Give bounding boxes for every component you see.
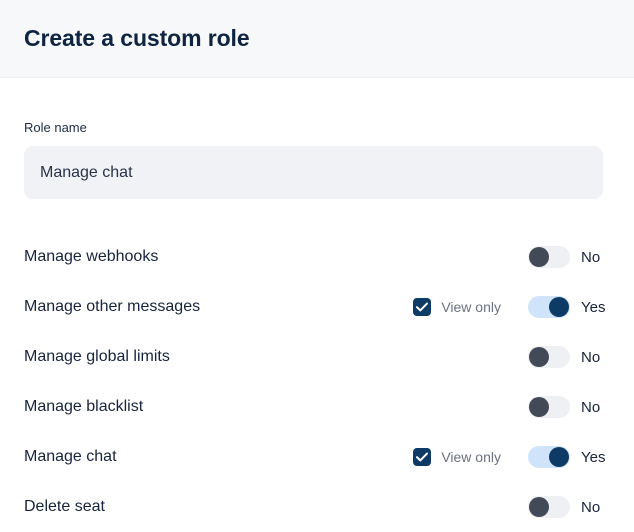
toggle-state-label: No bbox=[581, 398, 601, 416]
toggle-knob[interactable] bbox=[549, 297, 569, 317]
permission-toggle-group: No bbox=[528, 396, 610, 418]
permission-row: Delete seat No bbox=[24, 482, 610, 532]
permission-toggle-group: No bbox=[528, 346, 610, 368]
permission-controls: View only Yes bbox=[413, 282, 610, 332]
dialog-header: Create a custom role bbox=[0, 0, 634, 78]
view-only-label: View only bbox=[441, 449, 501, 465]
permission-row: Manage global limits No bbox=[24, 332, 610, 382]
permission-toggle-group: Yes bbox=[528, 296, 610, 318]
permission-row: Manage webhooks No bbox=[24, 232, 610, 282]
role-name-input[interactable] bbox=[24, 146, 603, 199]
check-icon bbox=[416, 452, 429, 462]
permission-toggle[interactable] bbox=[528, 496, 570, 518]
toggle-knob[interactable] bbox=[529, 247, 549, 267]
permission-label: Manage other messages bbox=[24, 298, 201, 315]
permission-label: Delete seat bbox=[24, 498, 105, 515]
permission-toggle[interactable] bbox=[528, 346, 570, 368]
permission-row: Manage blacklist No bbox=[24, 382, 610, 432]
permission-label: Manage chat bbox=[24, 448, 117, 465]
view-only-checkbox[interactable] bbox=[413, 298, 432, 316]
role-name-field-group: Role name bbox=[24, 78, 610, 199]
permission-toggle-group: No bbox=[528, 246, 610, 268]
permission-controls: No bbox=[528, 482, 610, 532]
permission-controls: No bbox=[528, 232, 610, 282]
permission-toggle[interactable] bbox=[528, 246, 570, 268]
toggle-state-label: Yes bbox=[581, 298, 606, 316]
permission-row: Manage chat View only Yes bbox=[24, 432, 610, 482]
toggle-knob[interactable] bbox=[529, 497, 549, 517]
view-only-label: View only bbox=[441, 299, 501, 315]
permission-toggle-group: No bbox=[528, 496, 610, 518]
view-only-control[interactable]: View only bbox=[413, 298, 501, 316]
toggle-state-label: No bbox=[581, 498, 601, 516]
role-name-label: Role name bbox=[24, 120, 87, 135]
permission-controls: View only Yes bbox=[413, 432, 610, 482]
permission-controls: No bbox=[528, 382, 610, 432]
check-icon bbox=[416, 302, 429, 312]
permission-label: Manage webhooks bbox=[24, 248, 159, 265]
toggle-state-label: No bbox=[581, 248, 601, 266]
page-title: Create a custom role bbox=[24, 25, 250, 51]
permission-row: Manage other messages View only Yes bbox=[24, 282, 610, 332]
permission-toggle-group: Yes bbox=[528, 446, 610, 468]
view-only-checkbox[interactable] bbox=[413, 448, 432, 466]
permission-toggle[interactable] bbox=[528, 396, 570, 418]
permission-controls: No bbox=[528, 332, 610, 382]
permission-label: Manage blacklist bbox=[24, 398, 144, 415]
toggle-knob[interactable] bbox=[529, 347, 549, 367]
permission-toggle[interactable] bbox=[528, 446, 570, 468]
view-only-control[interactable]: View only bbox=[413, 448, 501, 466]
permission-toggle[interactable] bbox=[528, 296, 570, 318]
toggle-state-label: No bbox=[581, 348, 601, 366]
toggle-knob[interactable] bbox=[549, 447, 569, 467]
permission-label: Manage global limits bbox=[24, 348, 170, 365]
toggle-state-label: Yes bbox=[581, 448, 606, 466]
toggle-knob[interactable] bbox=[529, 397, 549, 417]
